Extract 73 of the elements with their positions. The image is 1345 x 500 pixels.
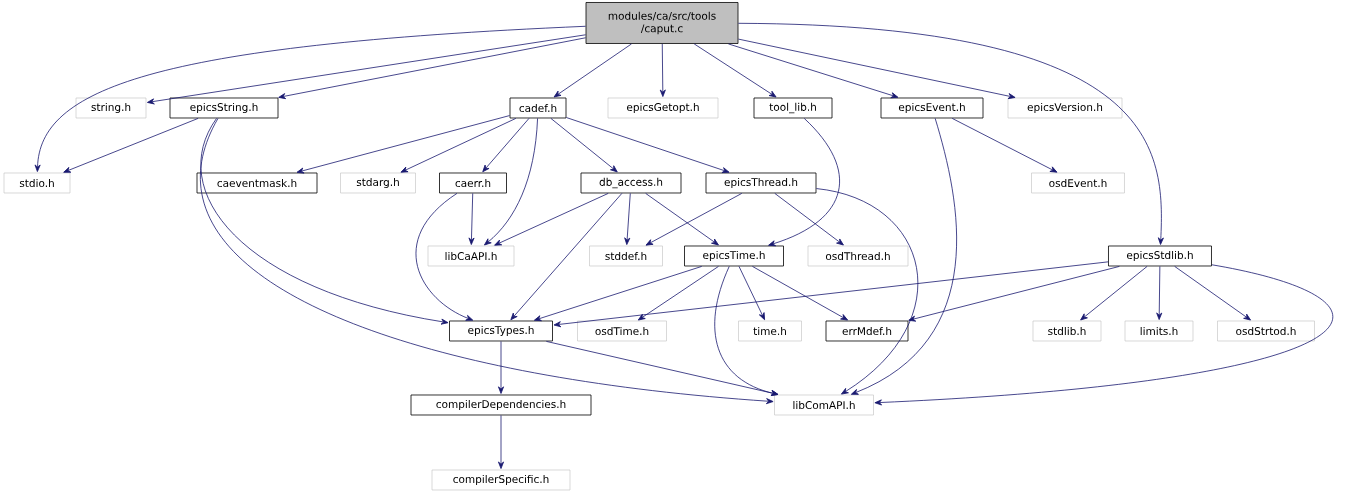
arrow — [645, 193, 743, 246]
arrow — [498, 415, 504, 469]
header-file-box: limits.h — [1124, 320, 1194, 342]
arrow — [415, 193, 474, 321]
header-file-box: osdStrtod.h — [1217, 320, 1315, 342]
header-file-box: errMdef.h — [825, 320, 909, 342]
arrow — [874, 264, 1333, 406]
arrow — [908, 266, 1120, 322]
header-file-box: libCaAPI.h — [427, 245, 515, 267]
arrow — [850, 118, 958, 395]
header-file-box: compilerSpecific.h — [431, 469, 571, 491]
arrow — [63, 118, 199, 173]
arrow — [659, 43, 666, 97]
arrow — [1174, 266, 1251, 321]
header-file-box: tool_lib.h — [753, 97, 833, 119]
arrow — [645, 193, 719, 246]
arrow — [738, 38, 1016, 100]
arrow — [816, 188, 919, 395]
arrow — [693, 43, 777, 98]
arrow — [484, 118, 538, 246]
arrow — [494, 193, 609, 246]
arrow — [1156, 266, 1163, 320]
header-file-box: caeventmask.h — [196, 172, 318, 194]
arrow — [774, 193, 844, 246]
arrow — [468, 193, 475, 245]
arrow — [278, 37, 586, 100]
arrow — [482, 118, 530, 173]
arrow — [400, 118, 517, 173]
header-file-box: osdTime.h — [577, 320, 667, 342]
arrow — [545, 341, 779, 396]
header-file-box: osdEvent.h — [1031, 172, 1125, 194]
arrow — [553, 43, 632, 98]
arrow — [200, 118, 774, 405]
header-file-box: time.h — [738, 320, 802, 342]
arrow — [951, 118, 1058, 173]
arrow — [738, 266, 765, 321]
arrow — [727, 43, 899, 99]
header-file-box: stdarg.h — [340, 172, 416, 194]
arrow — [550, 118, 618, 173]
header-file-box: stddef.h — [589, 245, 663, 267]
source-file-box: modules/ca/src/tools /caput.c — [585, 2, 739, 44]
header-file-box: epicsEvent.h — [880, 97, 984, 119]
header-file-box: epicsTime.h — [684, 245, 784, 267]
arrow — [498, 341, 504, 394]
header-file-box: osdThread.h — [807, 245, 909, 267]
header-file-box: epicsThread.h — [705, 172, 817, 194]
arrow — [738, 22, 1164, 245]
arrow — [533, 266, 703, 322]
header-file-box: cadef.h — [509, 97, 567, 119]
arrow — [553, 261, 1109, 328]
header-file-box: epicsStdlib.h — [1108, 245, 1212, 267]
header-file-box: caerr.h — [439, 172, 507, 194]
header-file-box: stdlib.h — [1032, 320, 1102, 342]
arrow — [752, 266, 848, 321]
arrow — [510, 193, 623, 321]
arrow — [1080, 266, 1148, 321]
header-file-box: string.h — [75, 97, 147, 119]
arrow — [147, 34, 586, 105]
header-file-box: libComAPI.h — [774, 394, 874, 416]
header-file-box: compilerDependencies.h — [410, 394, 592, 416]
header-file-box: epicsVersion.h — [1007, 97, 1123, 119]
header-file-box: db_access.h — [580, 172, 682, 194]
header-file-box: epicsGetopt.h — [607, 97, 719, 119]
arrow — [768, 118, 840, 247]
arrow — [296, 115, 510, 174]
arrow — [34, 25, 586, 172]
header-file-box: epicsTypes.h — [449, 320, 553, 342]
header-file-box: stdio.h — [3, 172, 71, 194]
arrow — [200, 118, 449, 325]
arrow — [637, 266, 719, 321]
arrow — [624, 193, 631, 245]
header-file-box: epicsString.h — [169, 97, 279, 119]
arrow — [566, 117, 730, 173]
